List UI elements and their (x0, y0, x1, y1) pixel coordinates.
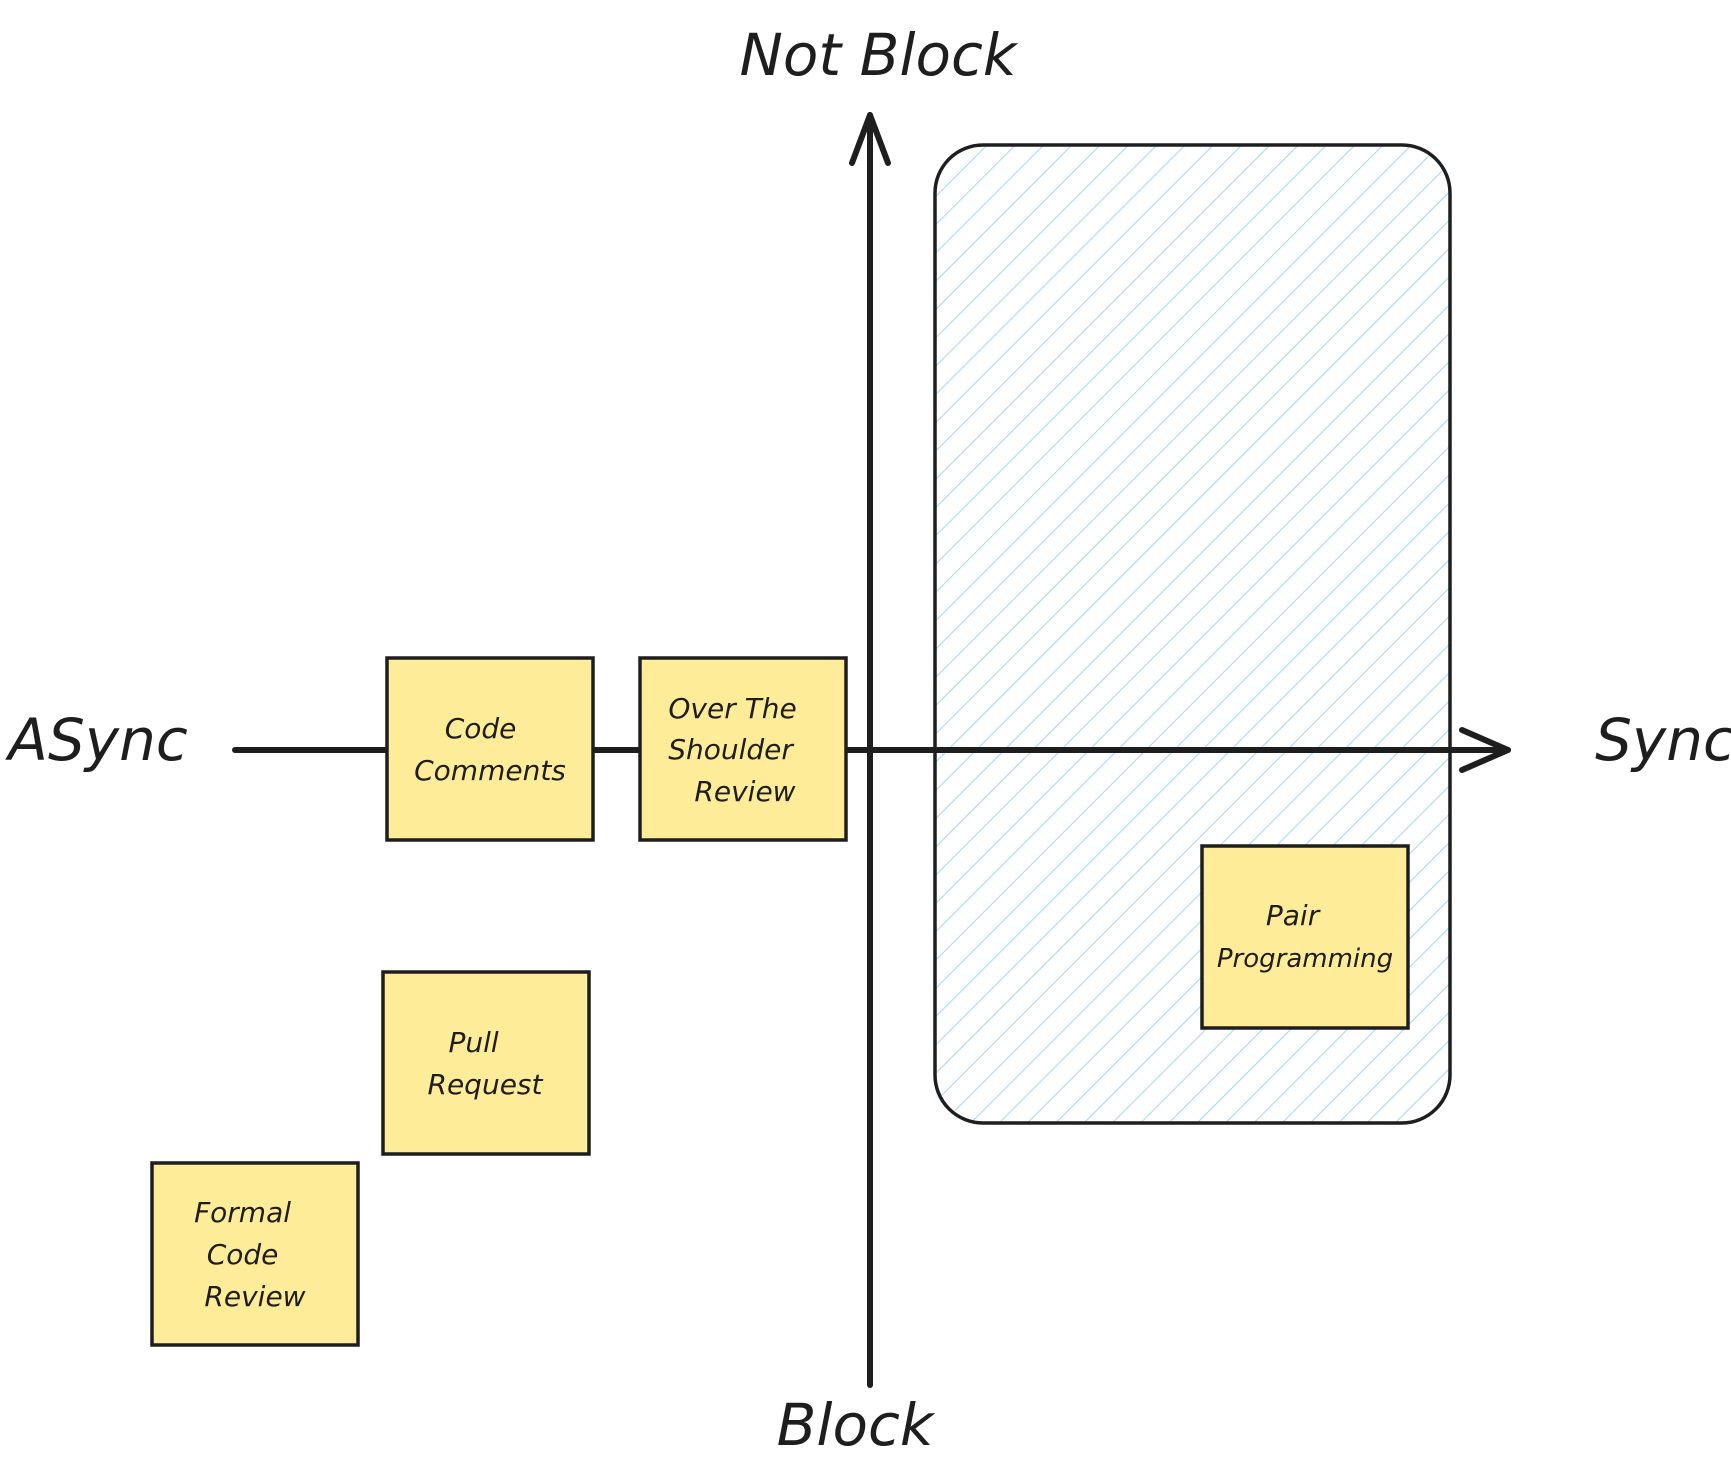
note-code-comments[interactable]: Code Comments (385, 656, 595, 842)
note-line: Formal (194, 1196, 291, 1229)
right-arrowhead (1459, 727, 1511, 773)
note-line: Code (207, 1238, 279, 1271)
note-line: Programming (1217, 944, 1393, 974)
axis-label-left: ASync (4, 706, 188, 774)
note-line: Comments (414, 754, 566, 787)
axis-label-right: Sync (1595, 706, 1731, 774)
svg-text:Over The Shoulder: Over The Shoulder Review (668, 692, 805, 808)
svg-text:Pull Request: Pull Request (428, 1026, 544, 1101)
note-line: Code (445, 712, 517, 745)
svg-text:Pair Programming: Pair Programming (1217, 899, 1393, 974)
note-line: Review (694, 775, 795, 808)
svg-text:Formal Code Review: Formal Code Review (194, 1196, 306, 1313)
svg-text:Code Comments: Code Comments (414, 712, 566, 787)
axis-label-bottom: Block (777, 1391, 936, 1459)
note-line: Pull (448, 1026, 498, 1059)
note-over-the-shoulder-review[interactable]: Over The Shoulder Review (638, 656, 848, 842)
note-line: Shoulder (668, 733, 794, 766)
up-arrowhead (849, 112, 891, 166)
note-pair-programming[interactable]: Pair Programming (1200, 844, 1410, 1030)
note-line: Over The (668, 692, 796, 725)
note-line: Request (428, 1068, 544, 1101)
note-line: Review (204, 1280, 305, 1313)
note-pull-request[interactable]: Pull Request (381, 970, 591, 1156)
note-formal-code-review[interactable]: Formal Code Review (150, 1161, 360, 1347)
note-line: Pair (1266, 899, 1321, 932)
axis-label-top: Not Block (740, 21, 1019, 89)
vertical-axis (849, 112, 891, 1388)
